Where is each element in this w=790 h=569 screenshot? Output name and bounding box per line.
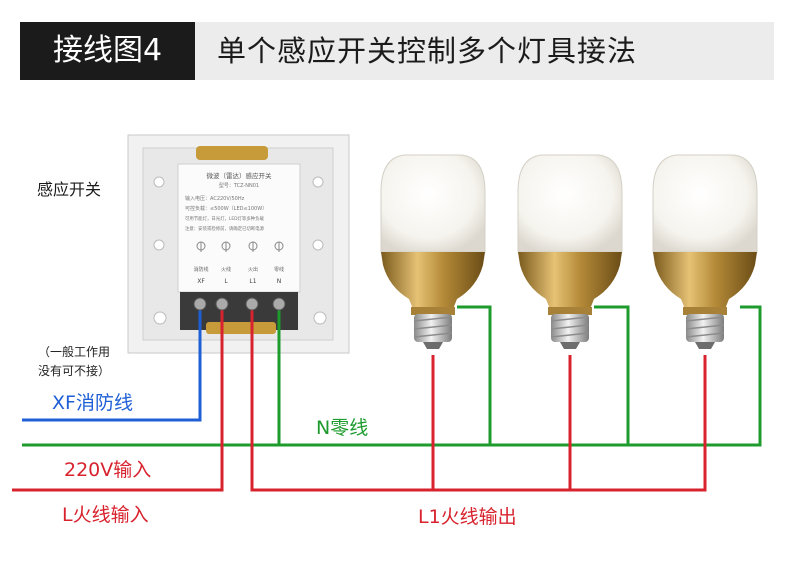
panel-spec-2: 可控负载：≤500W（LED≤100W）	[185, 205, 267, 212]
panel-title: 微波（雷达）感应开关	[207, 171, 273, 180]
terminal-name-l: 火线	[221, 266, 231, 273]
switch-label: 感应开关	[37, 180, 102, 199]
terminal-name-n: 零线	[274, 266, 284, 273]
neutral-branch-1	[457, 305, 492, 445]
wiring	[12, 300, 762, 492]
panel-spec-4: 注意：安装或检修前，请确定已切断电源	[185, 225, 265, 232]
led-bulb-1	[380, 154, 486, 350]
diagram-number-badge: 接线图4	[20, 22, 195, 80]
panel-model: 型号：TCZ-NN01	[219, 182, 259, 189]
neutral-wire-label: N零线	[316, 417, 369, 439]
live-input-wire	[12, 300, 224, 492]
terminal-screws	[193, 297, 286, 311]
terminal-code-n: N	[277, 278, 282, 285]
xf-wire-label: XF消防线	[52, 392, 133, 414]
sensor-switch: 微波（雷达）感应开关 型号：TCZ-NN01 输入电压：AC220V/50Hz …	[127, 134, 350, 354]
header-bar: 接线图4 单个感应开关控制多个灯具接法	[20, 22, 774, 80]
neutral-wire-main	[22, 305, 762, 447]
terminal-code-l: L	[224, 278, 228, 285]
led-bulb-3	[652, 154, 758, 350]
live-output-wire	[250, 300, 707, 492]
panel-spec-1: 输入电压：AC220V/50Hz	[185, 195, 245, 202]
terminal-code-l1: L1	[249, 278, 256, 285]
live-output-label: L1火线输出	[418, 506, 517, 528]
panel-spec-3: 可用节能灯，日光灯，LED灯等多种负载	[185, 215, 264, 222]
v220-input-label: 220V输入	[64, 459, 152, 481]
terminal-code-xf: XF	[197, 278, 205, 285]
led-bulb-2	[517, 154, 623, 350]
note-line-1: （一般工作用	[38, 345, 111, 359]
terminal-name-xf: 消防线	[193, 266, 208, 273]
neutral-branch-2	[594, 305, 630, 445]
diagram-title: 单个感应开关控制多个灯具接法	[217, 34, 638, 68]
live-input-label: L火线输入	[62, 504, 149, 526]
terminal-name-l1: 火出	[248, 266, 258, 273]
note-line-2: 没有可不接）	[38, 364, 111, 378]
xf-fire-wire	[22, 300, 202, 422]
